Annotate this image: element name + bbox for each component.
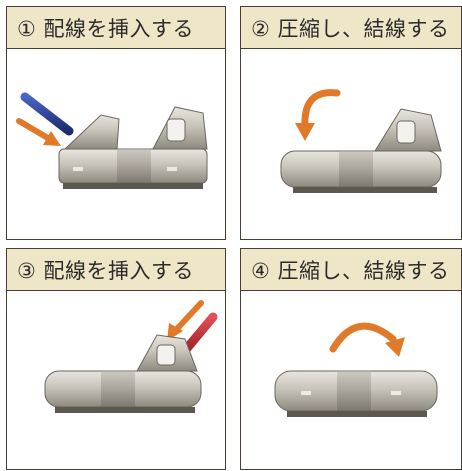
step-header-4: ④ 圧縮し、結線する <box>241 249 461 291</box>
crimp-illustration-2 <box>255 89 442 193</box>
blue-wire <box>20 92 74 136</box>
connector <box>44 334 202 413</box>
insert-wire-illustration-3 <box>17 300 218 413</box>
step-title-3: ③ 配線を挿入する <box>17 258 195 283</box>
arrow-head-icon <box>295 123 315 141</box>
curved-arrow-icon <box>301 89 341 131</box>
step-title-2: ② 圧縮し、結線する <box>251 16 450 41</box>
step-header-2: ② 圧縮し、結線する <box>241 7 461 49</box>
step-panel-4: ④ 圧縮し、結線する <box>240 248 462 470</box>
step-panel-2: ② 圧縮し、結線する <box>240 6 462 240</box>
step-title-1: ① 配線を挿入する <box>17 16 195 41</box>
connector <box>280 108 442 193</box>
step-panel-1: ① 配線を挿入する <box>6 6 226 240</box>
connector <box>274 370 438 417</box>
step-header-1: ① 配線を挿入する <box>7 7 225 49</box>
connector <box>58 106 208 189</box>
step-title-4: ④ 圧縮し、結線する <box>251 258 450 283</box>
arrow-head-icon <box>43 131 61 146</box>
curved-arrow-icon <box>329 322 397 353</box>
crimp-illustration-4 <box>253 322 459 417</box>
insert-wire-illustration-1 <box>16 92 208 189</box>
arrow-head-icon <box>385 337 405 357</box>
arrow-icon <box>172 300 204 334</box>
step-header-3: ③ 配線を挿入する <box>7 249 225 291</box>
step-panel-3: ③ 配線を挿入する <box>6 248 226 470</box>
